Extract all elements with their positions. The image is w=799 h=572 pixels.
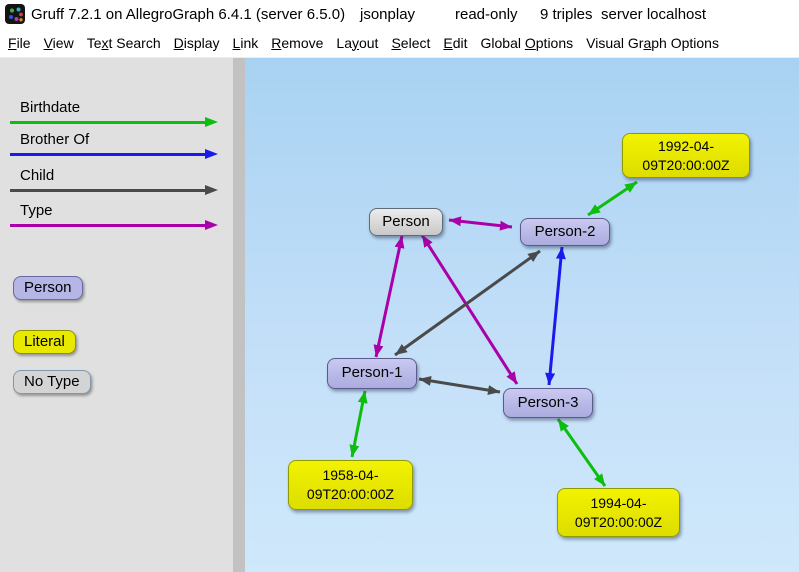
graph-edge-person-1-child-person-3[interactable] bbox=[418, 375, 501, 396]
graph-edge-person-2-birthdate-1992-04-09t20-00-00z[interactable] bbox=[587, 180, 638, 217]
graph-edge-person-2-type-person[interactable] bbox=[448, 216, 513, 231]
menu-item-link[interactable]: Link bbox=[232, 34, 259, 51]
legend-predicate-type[interactable]: Type bbox=[20, 202, 53, 219]
arrow-shaft bbox=[10, 153, 206, 156]
legend-arrow-child bbox=[10, 185, 218, 196]
legend-node-type-literal[interactable]: Literal bbox=[13, 330, 76, 354]
sidebar-divider bbox=[233, 58, 245, 572]
status-server: server localhost bbox=[601, 6, 707, 23]
arrow-shaft bbox=[10, 189, 206, 192]
menu-item-file[interactable]: File bbox=[8, 34, 31, 51]
legend-arrow-brother-of bbox=[10, 149, 218, 160]
status-workspace: jsonplay bbox=[360, 6, 416, 23]
arrow-head-icon bbox=[205, 149, 218, 159]
window-title: Gruff 7.2.1 on AllegroGraph 6.4.1 (serve… bbox=[31, 6, 346, 23]
menu-item-remove[interactable]: Remove bbox=[271, 34, 324, 51]
graph-edge-person-1-child-person-2[interactable] bbox=[394, 249, 541, 357]
menu-item-display[interactable]: Display bbox=[173, 34, 220, 51]
arrow-head-icon bbox=[205, 185, 218, 195]
graph-edge-person-3-type-person[interactable] bbox=[420, 234, 519, 385]
menu-item-visual-graph-options[interactable]: Visual Graph Options bbox=[586, 34, 719, 51]
menu-item-edit[interactable]: Edit bbox=[443, 34, 468, 51]
graph-edge-person-2-brother-of-person-3[interactable] bbox=[545, 246, 566, 386]
graph-node-person-2[interactable]: Person-2 bbox=[520, 218, 610, 246]
graph-node-lit-1994[interactable]: 1994-04-09T20:00:00Z bbox=[557, 488, 680, 537]
title-bar: Gruff 7.2.1 on AllegroGraph 6.4.1 (serve… bbox=[0, 0, 799, 28]
arrow-head-icon bbox=[205, 220, 218, 230]
arrow-shaft bbox=[10, 121, 206, 124]
menu-item-global-options[interactable]: Global Options bbox=[480, 34, 574, 51]
graph-edge-person-1-type-person[interactable] bbox=[373, 235, 405, 358]
legend-node-type-person[interactable]: Person bbox=[13, 276, 83, 300]
graph-node-person-1[interactable]: Person-1 bbox=[327, 358, 417, 389]
app-icon bbox=[5, 4, 25, 24]
legend-predicate-birthdate[interactable]: Birthdate bbox=[20, 99, 81, 116]
legend-predicate-brother-of[interactable]: Brother Of bbox=[20, 131, 90, 148]
legend-arrow-type bbox=[10, 220, 218, 231]
arrow-shaft bbox=[10, 224, 206, 227]
graph-node-lit-1992[interactable]: 1992-04-09T20:00:00Z bbox=[622, 133, 750, 178]
edge-layer bbox=[349, 180, 638, 487]
menu-item-select[interactable]: Select bbox=[391, 34, 431, 51]
legend-predicate-child[interactable]: Child bbox=[20, 167, 55, 184]
graph-edge-person-3-birthdate-1994-04-09t20-00-00z[interactable] bbox=[556, 418, 607, 487]
menu-item-text-search[interactable]: Text Search bbox=[86, 34, 161, 51]
graph-node-person-3[interactable]: Person-3 bbox=[503, 388, 593, 418]
graph-node-person-class[interactable]: Person bbox=[369, 208, 443, 236]
status-readonly: read-only bbox=[455, 6, 518, 23]
arrow-head-icon bbox=[205, 117, 218, 127]
menu-item-layout[interactable]: Layout bbox=[336, 34, 379, 51]
status-triple-count: 9 triples bbox=[540, 6, 593, 23]
graph-edge-person-1-birthdate-1958-04-09t20-00-00z[interactable] bbox=[349, 390, 368, 458]
menu-item-view[interactable]: View bbox=[43, 34, 74, 51]
menu-bar: File View Text Search Display Link Remove Layo… bbox=[0, 28, 799, 58]
legend-arrow-birthdate bbox=[10, 117, 218, 128]
graph-node-lit-1958[interactable]: 1958-04-09T20:00:00Z bbox=[288, 460, 413, 510]
legend-node-type-no-type[interactable]: No Type bbox=[13, 370, 91, 394]
